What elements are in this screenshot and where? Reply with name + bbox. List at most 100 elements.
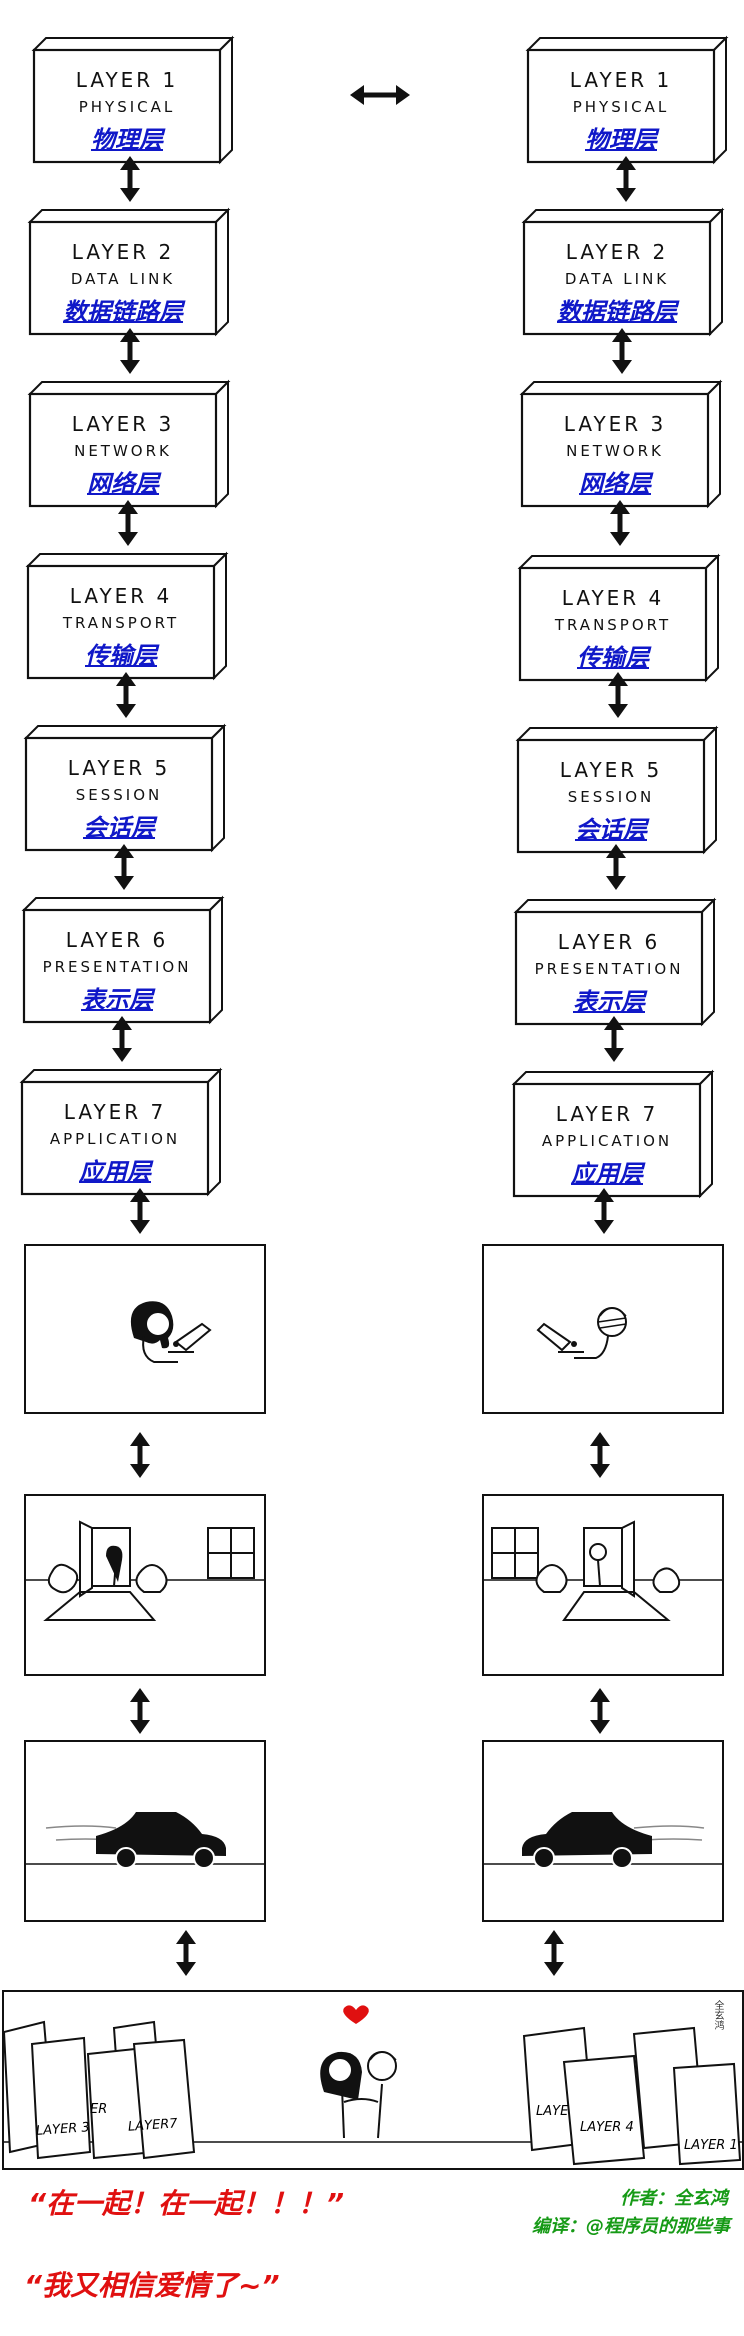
layer-protocol: DATA LINK (70, 270, 176, 288)
layer-chinese-name: 数据链路层 (63, 298, 183, 326)
layer-name: LAYER 6 (557, 930, 661, 954)
layer-name: LAYER 1 (75, 68, 179, 92)
left-layer-3-box: LAYER 3 NETWORK 网络层 (27, 379, 231, 509)
caption-together: “在一起！在一起！！！” (28, 2187, 345, 2220)
leaving-house-illustration (26, 1520, 264, 1621)
layer-chinese-name: 应用层 (571, 1160, 643, 1188)
left-vertical-double-arrow-icon (119, 328, 141, 374)
layer-name: LAYER 1 (569, 68, 673, 92)
left-vertical-double-arrow-icon (129, 1432, 151, 1478)
leaving-house-illustration-mirrored (484, 1520, 722, 1621)
final-right-box-label-3: LAYER 1 (684, 2138, 738, 2153)
caption-believe-love: “我又相信爱情了~” (24, 2269, 280, 2302)
layer-protocol: PRESENTATION (42, 958, 192, 976)
right-vertical-double-arrow-icon (589, 1688, 611, 1734)
right-vertical-double-arrow-icon (605, 844, 627, 890)
layer-protocol: NETWORK (566, 442, 664, 460)
boy-with-laptop-illustration (536, 1307, 627, 1359)
left-layer-7-box: LAYER 7 APPLICATION 应用层 (19, 1067, 223, 1197)
layer-chinese-name: 传输层 (577, 644, 649, 672)
left-layer-2-box: LAYER 2 DATA LINK 数据链路层 (27, 207, 231, 337)
left-layer-4-box: LAYER 4 TRANSPORT 传输层 (25, 551, 229, 681)
layer-chinese-name: 会话层 (575, 816, 647, 844)
layer-chinese-name: 传输层 (85, 642, 157, 670)
layer-name: LAYER 7 (63, 1100, 167, 1124)
panel-left-laptop (24, 1244, 266, 1414)
layer-protocol: DATA LINK (564, 270, 670, 288)
layer-name: LAYER 6 (65, 928, 169, 952)
layer-name: LAYER 4 (69, 584, 173, 608)
left-vertical-double-arrow-icon (113, 844, 135, 890)
layer-protocol: APPLICATION (49, 1130, 181, 1148)
panel-right-laptop (482, 1244, 724, 1414)
together-scene-illustration (4, 2005, 742, 2166)
layer-protocol: SESSION (567, 788, 655, 806)
layer-chinese-name: 网络层 (87, 470, 159, 498)
car-driving-left-illustration (484, 1812, 722, 1869)
left-vertical-double-arrow-icon (129, 1188, 151, 1234)
layer-protocol: PHYSICAL (78, 98, 176, 116)
layer-chinese-name: 会话层 (83, 814, 155, 842)
left-vertical-double-arrow-icon (175, 1930, 197, 1976)
layer-name: LAYER 2 (71, 240, 175, 264)
panel-left-car (24, 1740, 266, 1922)
layer-chinese-name: 表示层 (81, 986, 153, 1014)
right-vertical-double-arrow-icon (611, 328, 633, 374)
layer-chinese-name: 物理层 (585, 126, 657, 154)
layer-chinese-name: 应用层 (79, 1158, 151, 1186)
right-vertical-double-arrow-icon (593, 1188, 615, 1234)
right-vertical-double-arrow-icon (615, 156, 637, 202)
layer-chinese-name: 网络层 (579, 470, 651, 498)
layer-name: LAYER 3 (563, 412, 667, 436)
left-layer-6-box: LAYER 6 PRESENTATION 表示层 (21, 895, 225, 1025)
layer-name: LAYER 4 (561, 586, 665, 610)
layer-protocol: PRESENTATION (534, 960, 684, 978)
panel-left-door (24, 1494, 266, 1676)
layer-chinese-name: 表示层 (573, 988, 645, 1016)
left-layer-5-box: LAYER 5 SESSION 会话层 (23, 723, 227, 853)
left-vertical-double-arrow-icon (111, 1016, 133, 1062)
left-vertical-double-arrow-icon (117, 500, 139, 546)
right-layer-1-box: LAYER 1 PHYSICAL 物理层 (525, 35, 729, 165)
layer-protocol: PHYSICAL (572, 98, 670, 116)
final-left-box-label-2: ER (90, 2102, 108, 2117)
right-layer-3-box: LAYER 3 NETWORK 网络层 (519, 379, 723, 509)
right-vertical-double-arrow-icon (543, 1930, 565, 1976)
final-right-box-label-1: LAYE (536, 2104, 569, 2119)
layer-name: LAYER 5 (67, 756, 171, 780)
panel-right-door (482, 1494, 724, 1676)
right-vertical-double-arrow-icon (609, 500, 631, 546)
right-vertical-double-arrow-icon (603, 1016, 625, 1062)
layer-name: LAYER 7 (555, 1102, 659, 1126)
final-right-box-label-2: LAYER 4 (580, 2120, 634, 2135)
layer-name: LAYER 2 (565, 240, 669, 264)
layer-protocol: NETWORK (74, 442, 172, 460)
translator-credit: 编译：@程序员的那些事 (532, 2216, 730, 2237)
layer-protocol: APPLICATION (541, 1132, 673, 1150)
left-vertical-double-arrow-icon (129, 1688, 151, 1734)
right-layer-4-box: LAYER 4 TRANSPORT 传输层 (517, 553, 721, 683)
right-vertical-double-arrow-icon (589, 1432, 611, 1478)
layer-protocol: TRANSPORT (554, 616, 672, 634)
layer-protocol: TRANSPORT (62, 614, 180, 632)
layer-name: LAYER 3 (71, 412, 175, 436)
panel-right-car (482, 1740, 724, 1922)
left-vertical-double-arrow-icon (119, 156, 141, 202)
right-layer-7-box: LAYER 7 APPLICATION 应用层 (511, 1069, 715, 1199)
right-layer-2-box: LAYER 2 DATA LINK 数据链路层 (521, 207, 725, 337)
horizontal-double-arrow-icon (350, 84, 410, 106)
left-layer-1-box: LAYER 1 PHYSICAL 物理层 (31, 35, 235, 165)
layer-protocol: SESSION (75, 786, 163, 804)
layer-chinese-name: 物理层 (91, 126, 163, 154)
girl-with-laptop-illustration (130, 1301, 212, 1363)
car-driving-right-illustration (26, 1812, 264, 1869)
layer-chinese-name: 数据链路层 (557, 298, 677, 326)
right-vertical-double-arrow-icon (607, 672, 629, 718)
left-vertical-double-arrow-icon (115, 672, 137, 718)
artist-signature: 全玄鸿 (712, 2000, 723, 2030)
right-layer-6-box: LAYER 6 PRESENTATION 表示层 (513, 897, 717, 1027)
right-layer-5-box: LAYER 5 SESSION 会话层 (515, 725, 719, 855)
layer-name: LAYER 5 (559, 758, 663, 782)
author-credit: 作者：全玄鸿 (620, 2188, 728, 2209)
panel-final-together: LAYER 3 ER LAYER7 LAYE LAYER 4 LAYER 1 全… (2, 1990, 744, 2170)
